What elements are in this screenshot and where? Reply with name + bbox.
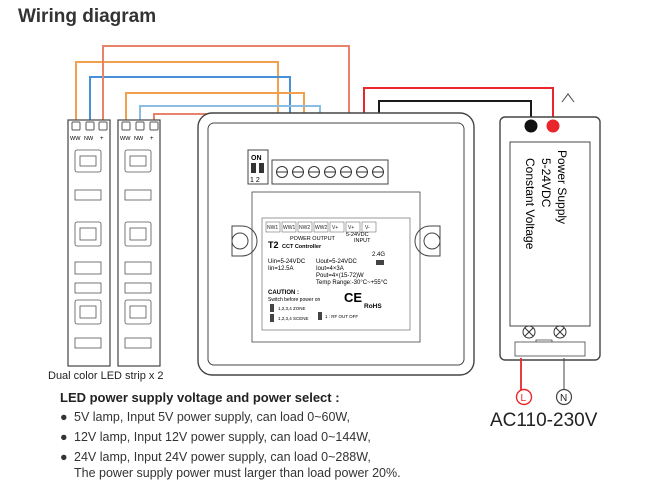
controller-model: T2 — [268, 240, 279, 250]
note-item: ● 12V lamp, Input 12V power supply, can l… — [60, 430, 371, 444]
temp: Temp Range:-30°C~+55°C — [316, 280, 388, 286]
iin: Iin=12.5A — [268, 266, 294, 272]
terminal-label-6: V+ — [348, 225, 354, 231]
terminal-label-2: WW1 — [283, 225, 295, 231]
strip1-pin-plus: + — [100, 136, 104, 142]
rohs-label: RoHS — [364, 303, 382, 310]
terminal-block — [271, 159, 389, 185]
terminal-screw-icon — [276, 166, 384, 178]
dip-on-label: ON — [251, 155, 262, 162]
terminal-screw-icon — [522, 325, 567, 339]
bullet-icon: ● — [60, 430, 68, 444]
strip2-pin-plus: + — [150, 136, 154, 142]
terminal-l-label: L — [521, 393, 527, 404]
strip-chip-icon — [124, 149, 152, 349]
controller-label: NW1 WW1 NW2 WW2 V+ V+ V- POWER OUTPUT 5-… — [261, 217, 411, 331]
psu-line-1: Power Supply — [555, 150, 569, 224]
ce-mark-icon: CE — [344, 290, 362, 305]
strip1-pin-nw: NW — [84, 136, 94, 142]
terminal-label-3: NW2 — [299, 225, 310, 231]
led-strip-1: WW NW + — [67, 119, 111, 367]
rf-out-off: 1 : RF OUT OFF — [325, 314, 358, 319]
strip2-pin-nw: NW — [134, 136, 144, 142]
psu-positive-terminal — [546, 119, 560, 133]
dip-numbers: 1 2 — [250, 177, 260, 184]
terminal-n-label: N — [560, 393, 567, 404]
dip-switch-icon: ON 1 2 — [247, 149, 269, 185]
zone-label: 1,2,3,4 ZONE — [278, 306, 306, 311]
scene-label: 1,2,3,4 SCENE — [278, 316, 309, 321]
terminal-label-7: V- — [365, 225, 370, 231]
strip1-pin-ww: WW — [70, 136, 81, 142]
bullet-icon: ● — [60, 410, 68, 424]
bullet-icon: ● — [60, 450, 68, 464]
note-text: 12V lamp, Input 12V power supply, can lo… — [74, 430, 371, 444]
strip-chip-icon — [74, 149, 102, 349]
note-footer: The power supply power must larger than … — [74, 466, 401, 480]
strip-caption: Dual color LED strip x 2 — [48, 370, 164, 382]
ac-voltage-label: AC110-230V — [490, 410, 598, 431]
uout: Uout=5-24VDC — [316, 259, 358, 265]
wire-strip1-ww — [75, 61, 279, 160]
notes-heading: LED power supply voltage and power selec… — [60, 390, 340, 405]
power-supply: Power Supply 5-24VDC Constant Voltage L … — [499, 93, 601, 406]
wire-strip1-plus — [102, 45, 350, 160]
power-output-label: POWER OUTPUT — [290, 236, 336, 242]
psu-negative-terminal — [524, 119, 538, 133]
uin: Uin=5-24VDC — [268, 259, 306, 265]
controller-name: CCT Controller — [282, 244, 322, 250]
page-title: Wiring diagram — [18, 6, 157, 27]
caution-text: Switch before power on — [268, 297, 320, 303]
input-voltage: 5-24VDC — [346, 232, 369, 238]
led-strip-2: WW NW + — [117, 119, 161, 367]
psu-line-2: 5-24VDC — [539, 158, 553, 208]
psu-line-3: Constant Voltage — [523, 158, 537, 250]
terminal-label-1: NW1 — [267, 225, 278, 231]
terminal-label-5: V+ — [332, 225, 338, 231]
note-text: 5V lamp, Input 5V power supply, can load… — [74, 410, 350, 424]
note-item: ● 24V lamp, Input 24V power supply, can l… — [60, 450, 371, 464]
note-text: 24V lamp, Input 24V power supply, can lo… — [74, 450, 371, 464]
note-item: ● 5V lamp, Input 5V power supply, can loa… — [60, 410, 350, 424]
rf-label: 2.4G — [372, 252, 385, 258]
iout: Iout=4×3A — [316, 266, 344, 272]
input-label: INPUT — [354, 238, 371, 244]
terminal-label-4: WW2 — [315, 225, 327, 231]
caution-title: CAUTION : — [268, 290, 299, 296]
strip2-pin-ww: WW — [120, 136, 131, 142]
pout: Pout=4×(15-72)W — [316, 273, 364, 279]
